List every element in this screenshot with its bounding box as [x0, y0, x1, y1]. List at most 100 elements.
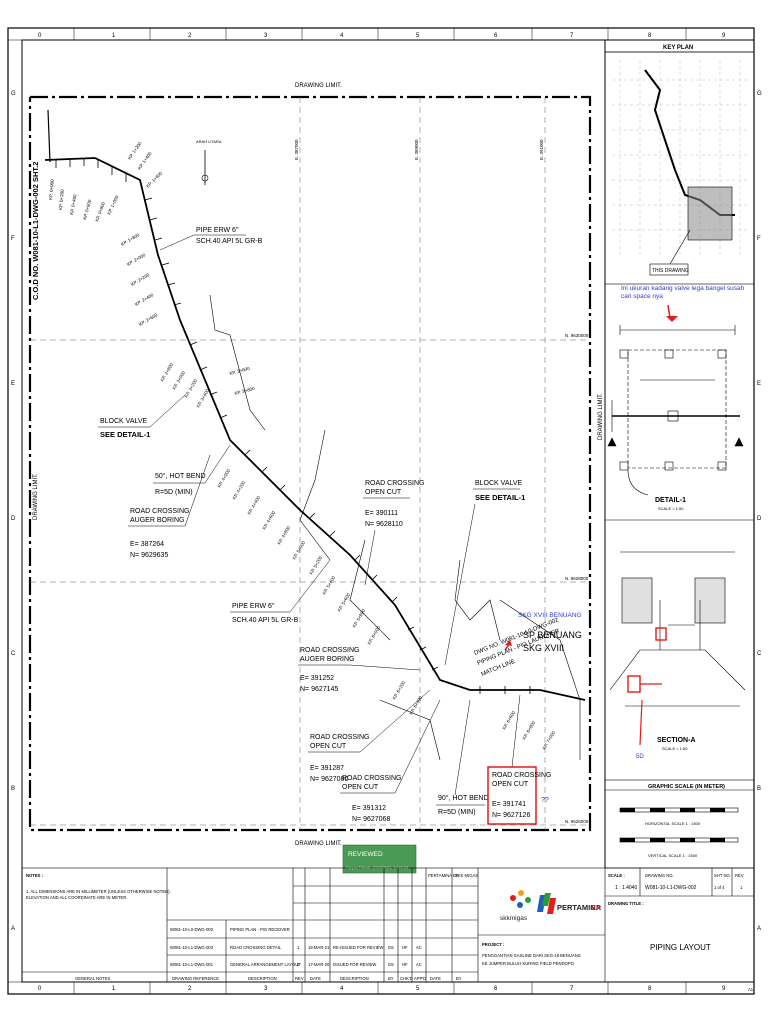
svg-text:R=5D (MIN): R=5D (MIN) — [155, 489, 193, 496]
question-marks: ?? — [541, 797, 549, 804]
svg-text:AUGER BORING: AUGER BORING — [130, 517, 184, 524]
svg-text:ARAH UTARA: ARAH UTARA — [196, 139, 222, 144]
svg-text:ROAD CROSSING: ROAD CROSSING — [310, 734, 370, 741]
svg-text:1: 1 — [740, 885, 743, 890]
svg-text:HF: HF — [402, 945, 408, 950]
review-stamp: REVIEWED Faryan Fitriadi, 10/03/2021, 14… — [342, 844, 417, 874]
easting-label-2: E. 389000 — [414, 139, 419, 160]
svg-text:F: F — [11, 236, 15, 242]
valve-space-annotation: Ini ukuran kadang valve lega bangel susa… — [621, 285, 744, 300]
svg-text:DRAWING TITLE :: DRAWING TITLE : — [608, 901, 644, 906]
svg-text:E= 390111: E= 390111 — [365, 510, 398, 517]
svg-text:KP. 0+800: KP. 0+800 — [94, 201, 106, 222]
svg-text:DESCRIPTION: DESCRIPTION — [248, 976, 277, 981]
svg-text:C: C — [11, 651, 16, 657]
north-arrow: ARAH UTARA — [196, 139, 222, 185]
svg-text:OPEN CUT: OPEN CUT — [492, 781, 529, 788]
svg-text:G: G — [757, 91, 762, 97]
svg-text:N= 9628110: N= 9628110 — [365, 521, 403, 528]
svg-text:KP. 0+400: KP. 0+400 — [69, 194, 78, 216]
svg-text:E= 391287: E= 391287 — [310, 765, 344, 772]
svg-text:BLOCK VALVE: BLOCK VALVE — [100, 418, 148, 425]
svg-text:HORIZONTAL SCALE 1 : 1500: HORIZONTAL SCALE 1 : 1500 — [645, 821, 701, 826]
svg-text:DS: DS — [388, 962, 394, 967]
road-crossing-open-1: ROAD CROSSING OPEN CUT E= 390111 N= 9628… — [363, 480, 425, 586]
svg-text:5: 5 — [416, 986, 420, 992]
reference-1-title: PIPING PLAN - PIG RECEIVER — [230, 927, 290, 932]
kp-ticks — [55, 158, 531, 694]
svg-text:1 of 4: 1 of 4 — [714, 885, 725, 890]
svg-text:ISSUED FOR REVIEW: ISSUED FOR REVIEW — [333, 962, 376, 967]
svg-text:50°, HOT BEND: 50°, HOT BEND — [155, 472, 206, 480]
detail-1-drawing — [607, 325, 744, 496]
svg-text:OPEN CUT: OPEN CUT — [342, 784, 379, 791]
drawing-title-value: PIPING LAYOUT — [650, 943, 711, 952]
svg-text:CHK'D: CHK'D — [400, 976, 413, 981]
svg-text:90°, HOT BEND: 90°, HOT BEND — [438, 794, 489, 802]
svg-text:BY: BY — [456, 976, 462, 981]
sp-benuang-label: SP BENUANG SKG XVIII — [504, 630, 582, 653]
road-lines — [209, 294, 581, 761]
svg-text:PERTAMINA EP: PERTAMINA EP — [428, 873, 459, 878]
svg-text:DS: DS — [388, 945, 394, 950]
svg-text:E: E — [11, 381, 15, 387]
svg-text:AUGER BORING: AUGER BORING — [300, 656, 354, 663]
svg-text:3: 3 — [264, 986, 268, 992]
svg-text:DATE: DATE — [430, 976, 441, 981]
key-plan: KEY PLAN THIS DRAWING — [604, 39, 755, 285]
svg-text:N= 9627126: N= 9627126 — [492, 812, 530, 819]
svg-text:D: D — [11, 516, 16, 522]
svg-text:1: 1 — [112, 986, 116, 992]
easting-label-3: E. 391000 — [539, 139, 544, 160]
svg-text:0: 0 — [38, 33, 42, 39]
reference-2-title: ROAD CROSSING DETAIL — [230, 945, 282, 950]
svg-text:W081-10-L1-DWG-002: W081-10-L1-DWG-002 — [645, 885, 697, 891]
svg-text:BLOCK VALVE: BLOCK VALVE — [475, 480, 523, 487]
pipe-spec-1: PIPE ERW 6" SCH.40 API 5L GR-B — [159, 227, 263, 251]
svg-text:AC: AC — [416, 945, 422, 950]
svg-text:DATE: DATE — [310, 976, 321, 981]
grid-column-labels-top: 0 1 2 3 4 5 6 7 8 9 — [38, 33, 726, 39]
drawing-limit-right: DRAWING LIMIT. — [598, 393, 604, 440]
block-valve-note-2: BLOCK VALVE SEE DETAIL-1 — [444, 480, 525, 666]
svg-text:KP. 3+800: KP. 3+800 — [234, 386, 256, 396]
svg-text:F: F — [757, 236, 761, 242]
title-block — [21, 867, 755, 983]
svg-text:ROAD CROSSING: ROAD CROSSING — [492, 772, 552, 779]
svg-text:9: 9 — [722, 33, 726, 39]
svg-text:R=5D (MIN): R=5D (MIN) — [438, 809, 476, 816]
svg-text:1: 1 — [297, 945, 300, 950]
road-crossing-auger-1: ROAD CROSSING AUGER BORING E= 387264 N= … — [128, 454, 211, 559]
svg-text:OPEN CUT: OPEN CUT — [310, 743, 347, 750]
easting-label-1: E. 387000 — [294, 139, 299, 160]
grid-column-labels-bottom: 0 1 2 3 4 5 6 7 8 9 — [38, 986, 726, 992]
svg-text:BY: BY — [388, 976, 394, 981]
notes-line-2: ELEVATION AND ALL COORDINATE ARE IN METE… — [26, 895, 128, 900]
svg-text:REVIEWED: REVIEWED — [348, 851, 383, 858]
svg-text:KE JUMPER BULUH KURING FIELD P: KE JUMPER BULUH KURING FIELD PENDOPO — [482, 961, 575, 966]
svg-text:2: 2 — [188, 33, 192, 39]
svg-text:N= 9629635: N= 9629635 — [130, 552, 168, 559]
svg-text:PIPE ERW 6": PIPE ERW 6" — [196, 227, 239, 234]
svg-text:KP. 0+600: KP. 0+600 — [82, 199, 92, 221]
pertamina-logo: PERTAMINA EP — [537, 893, 602, 914]
northing-label-1: N. 9630000 — [565, 333, 589, 338]
svg-text:HF: HF — [402, 962, 408, 967]
svg-text:B: B — [757, 786, 761, 792]
svg-text:SKK MIGAS: SKK MIGAS — [455, 873, 478, 878]
svg-text:GRAPHIC SCALE (IN METER): GRAPHIC SCALE (IN METER) — [648, 784, 725, 790]
svg-text:APP'D: APP'D — [414, 976, 426, 981]
svg-text:ROAD CROSSING: ROAD CROSSING — [342, 775, 402, 782]
svg-text:KEY PLAN: KEY PLAN — [663, 45, 693, 51]
svg-text:N= 9627068: N= 9627068 — [352, 816, 390, 823]
section-a-title: SECTION-A — [657, 737, 696, 744]
svg-text:8: 8 — [648, 33, 652, 39]
drawing-limit-left: DRAWING LIMIT. — [33, 473, 39, 520]
svg-text:7: 7 — [570, 33, 574, 39]
svg-text:7: 7 — [570, 986, 574, 992]
svg-text:SHT NO.: SHT NO. — [714, 873, 731, 878]
svg-text:0: 0 — [297, 962, 300, 967]
svg-text:SCALE :: SCALE : — [608, 873, 625, 878]
svg-text:KP. 3+600: KP. 3+600 — [229, 366, 251, 376]
svg-text:2: 2 — [188, 986, 192, 992]
